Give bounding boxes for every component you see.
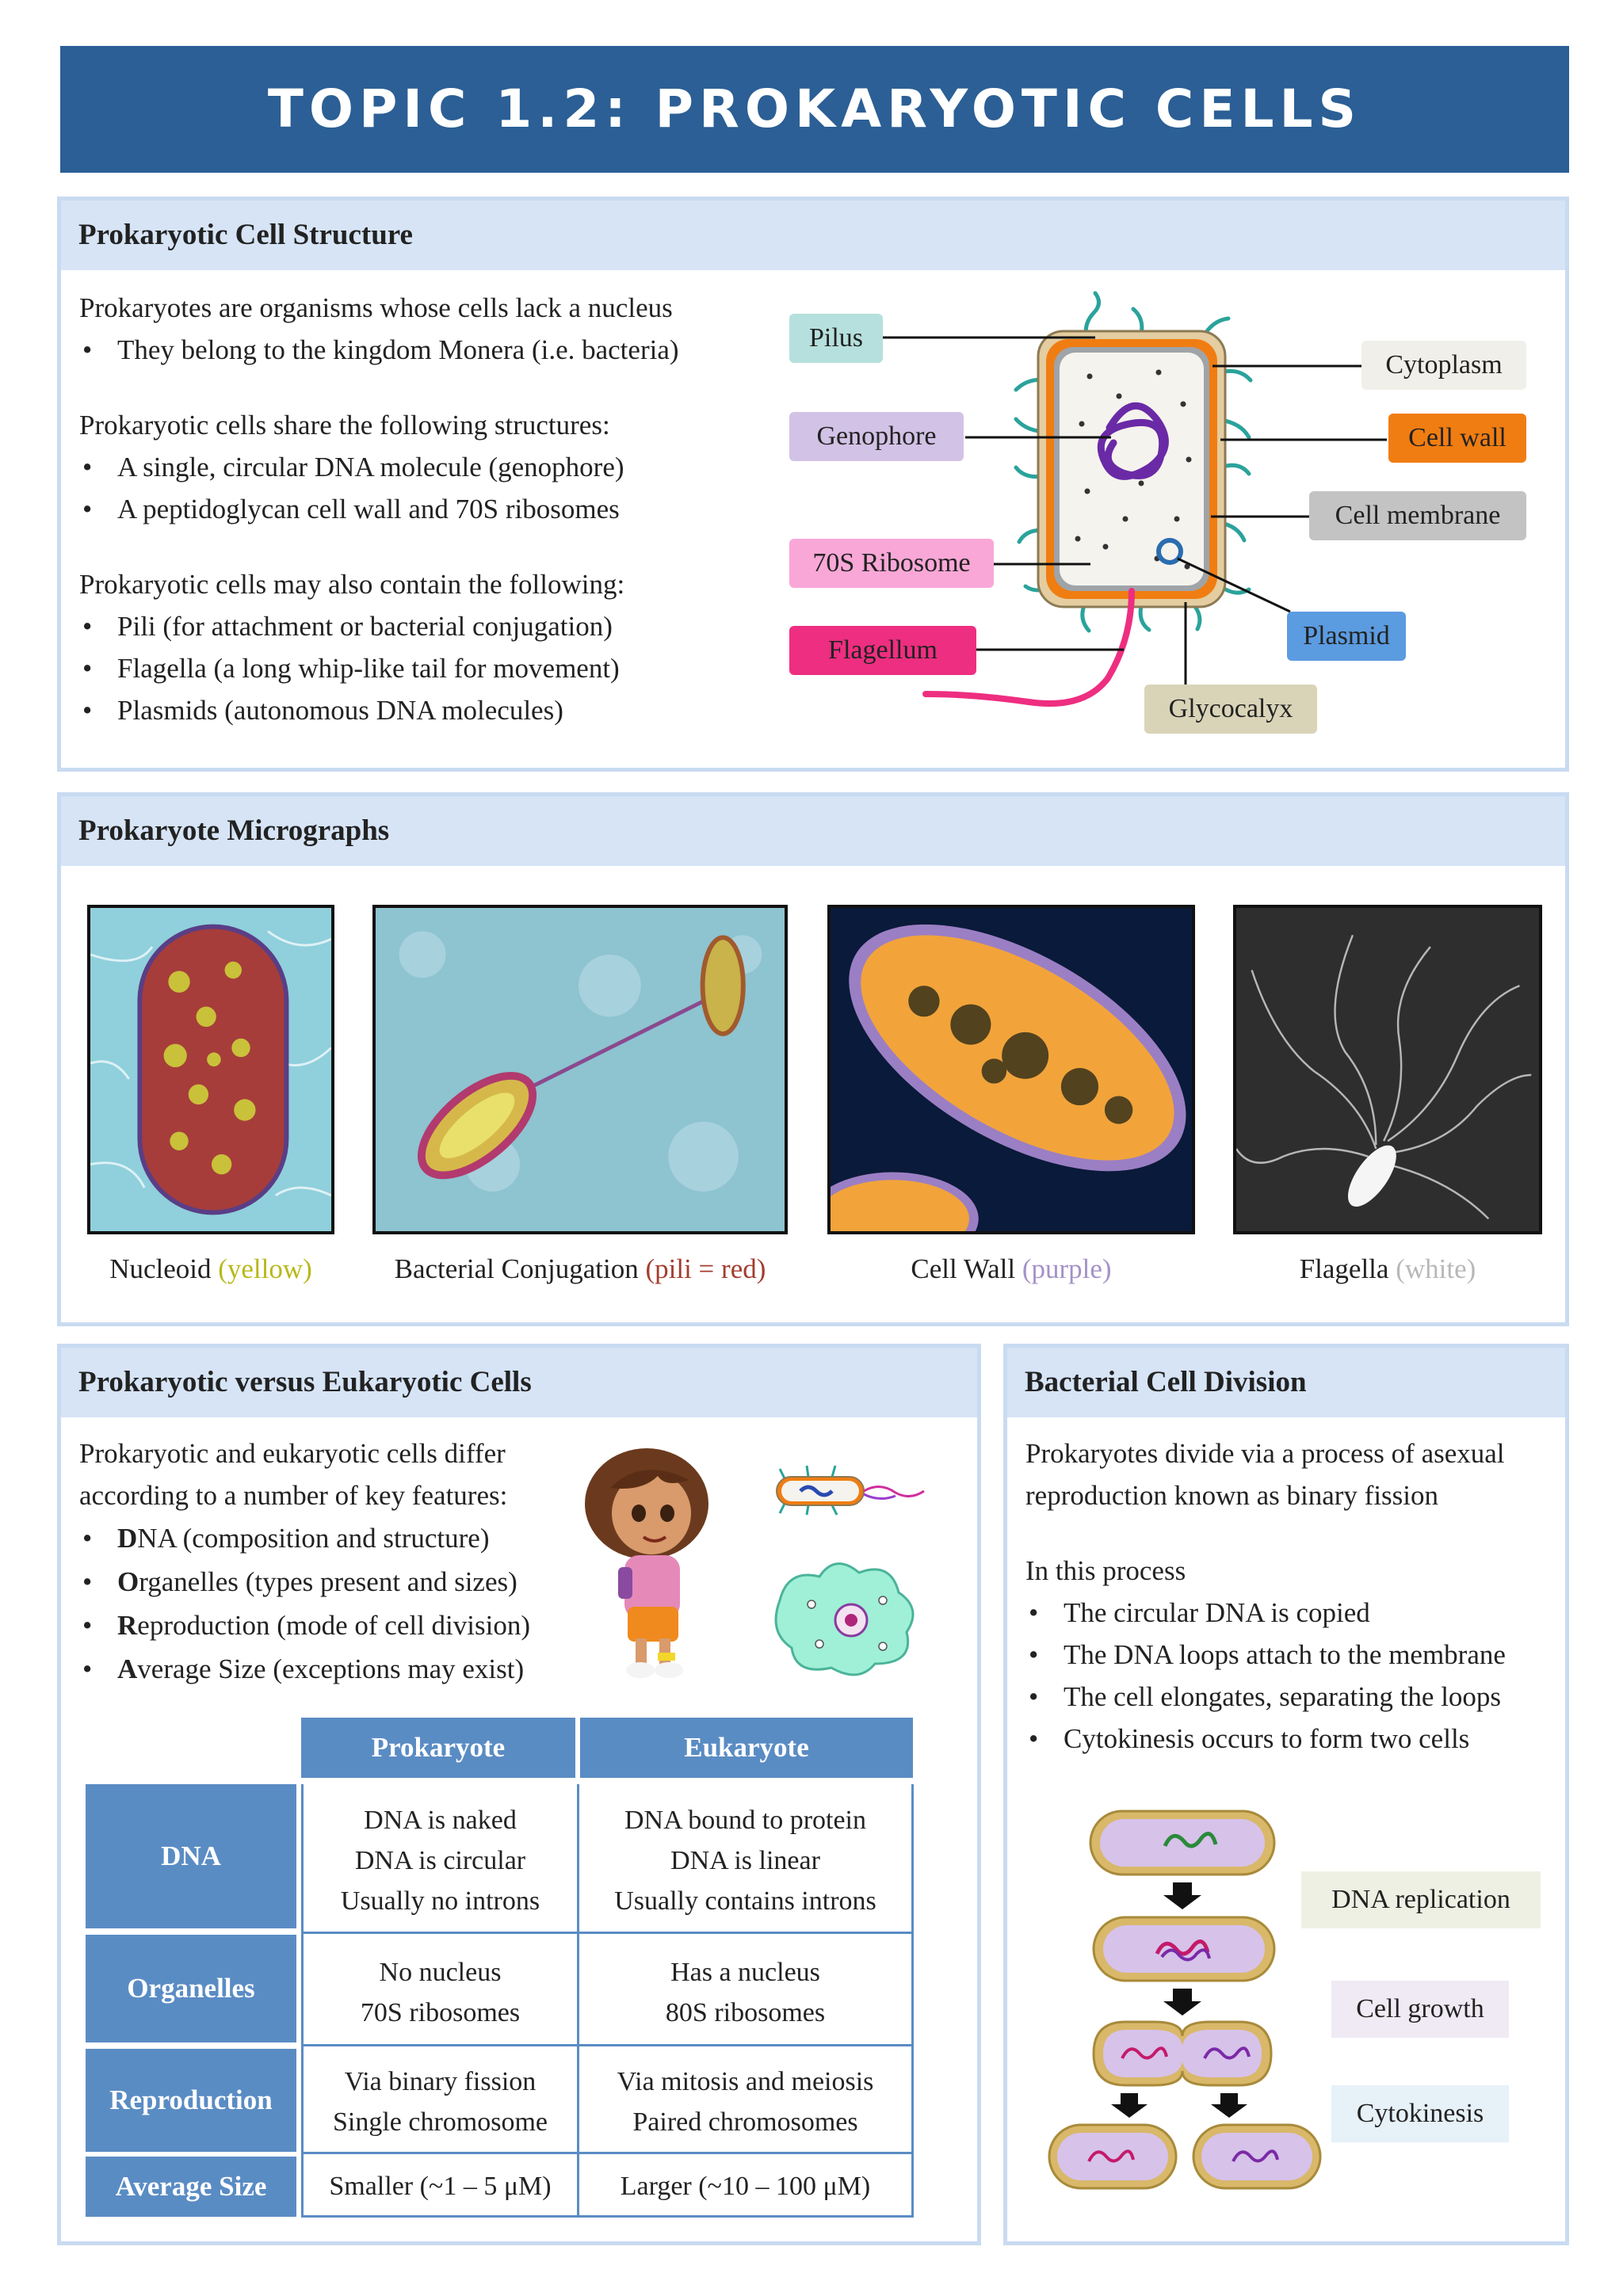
comparison-intro: Prokaryotic and eukaryotic cells differ … — [79, 1438, 508, 1511]
structure-intro: Prokaryotes are organisms whose cells la… — [79, 292, 673, 323]
feature-item: Organelles (types present and sizes) — [79, 1560, 618, 1604]
may-item: Pili (for attachment or bacterial conjug… — [79, 605, 777, 647]
label-cell-membrane: Cell membrane — [1309, 491, 1526, 540]
share-heading: Prokaryotic cells share the following st… — [79, 410, 610, 441]
label-pilus: Pilus — [789, 314, 883, 363]
may-heading: Prokaryotic cells may also contain the f… — [79, 569, 625, 600]
caption-nucleoid: Nucleoid (yellow) — [109, 1253, 312, 1284]
structure-intro-bullet: They belong to the kingdom Monera (i.e. … — [79, 329, 777, 371]
plasmid-ring — [1156, 538, 1183, 565]
micrograph-cell-wall — [827, 905, 1195, 1234]
step-item: The DNA loops attach to the membrane — [1025, 1634, 1556, 1676]
label-plasmid: Plasmid — [1287, 612, 1406, 661]
micrograph-flagella — [1233, 905, 1542, 1234]
division-heading: Bacterial Cell Division — [1007, 1348, 1565, 1417]
comparison-heading: Prokaryotic versus Eukaryotic Cells — [61, 1348, 977, 1417]
genophore-dna — [1097, 402, 1169, 480]
share-item: A peptidoglycan cell wall and 70S riboso… — [79, 488, 777, 530]
row-header-organelles: Organelles — [86, 1935, 296, 2042]
micrographs-heading: Prokaryote Micrographs — [61, 796, 1565, 866]
label-genophore: Genophore — [789, 412, 964, 461]
label-ribosome: 70S Ribosome — [789, 539, 994, 588]
page-title: TOPIC 1.2: PROKARYOTIC CELLS — [267, 78, 1362, 139]
share-item: A single, circular DNA molecule (genopho… — [79, 446, 777, 488]
micrograph-nucleoid — [87, 905, 334, 1234]
col-header-prokaryote: Prokaryote — [301, 1718, 575, 1778]
row-header-average-size: Average Size — [86, 2157, 296, 2217]
stage-label-cytokinesis: Cytokinesis — [1331, 2085, 1509, 2142]
col-header-eukaryote: Eukaryote — [580, 1718, 913, 1778]
row-header-reproduction: Reproduction — [86, 2049, 296, 2152]
feature-list: DNA (composition and structure) Organell… — [79, 1516, 618, 1691]
division-intro: Prokaryotes divide via a process of asex… — [1025, 1432, 1556, 1760]
row-header-dna: DNA — [86, 1784, 296, 1928]
ribosomes — [1075, 369, 1192, 570]
label-glycocalyx: Glycocalyx — [1144, 685, 1317, 734]
stage-label-cell-growth: Cell growth — [1331, 1981, 1509, 2038]
binary-fission-diagram — [1048, 1810, 1322, 2190]
prokaryote-cell-diagram — [881, 291, 1387, 707]
caption-conjugation: Bacterial Conjugation (pili = red) — [394, 1253, 766, 1284]
title-banner: TOPIC 1.2: PROKARYOTIC CELLS — [60, 46, 1569, 173]
structure-text: Prokaryotes are organisms whose cells la… — [79, 287, 777, 731]
feature-item: Average Size (exceptions may exist) — [79, 1647, 618, 1691]
caption-flagella: Flagella (white) — [1299, 1253, 1476, 1284]
label-cell-wall: Cell wall — [1388, 414, 1526, 463]
step-item: Cytokinesis occurs to form two cells — [1025, 1718, 1556, 1760]
prokaryote-icon — [776, 1465, 925, 1516]
flagellum-tail — [922, 588, 1135, 707]
table-cell: Larger (~10 – 100 μM) — [620, 2172, 871, 2201]
label-flagellum: Flagellum — [789, 626, 976, 675]
step-item: The cell elongates, separating the loops — [1025, 1676, 1556, 1718]
structure-heading: Prokaryotic Cell Structure — [61, 200, 1565, 270]
cartoon-explorer-illustration — [585, 1448, 708, 1678]
feature-item: Reproduction (mode of cell division) — [79, 1604, 618, 1647]
caption-cell-wall: Cell Wall (purple) — [911, 1253, 1112, 1284]
table-cell: Smaller (~1 – 5 μM) — [329, 2172, 552, 2201]
label-cytoplasm: Cytoplasm — [1361, 341, 1526, 390]
feature-item: DNA (composition and structure) — [79, 1516, 618, 1560]
may-item: Plasmids (autonomous DNA molecules) — [79, 689, 777, 731]
micrograph-conjugation — [372, 905, 788, 1234]
eukaryote-icon — [774, 1562, 915, 1676]
may-item: Flagella (a long whip-like tail for move… — [79, 647, 777, 689]
stage-label-dna-replication: DNA replication — [1301, 1871, 1541, 1928]
step-item: The circular DNA is copied — [1025, 1592, 1556, 1634]
process-heading: In this process — [1025, 1555, 1186, 1586]
